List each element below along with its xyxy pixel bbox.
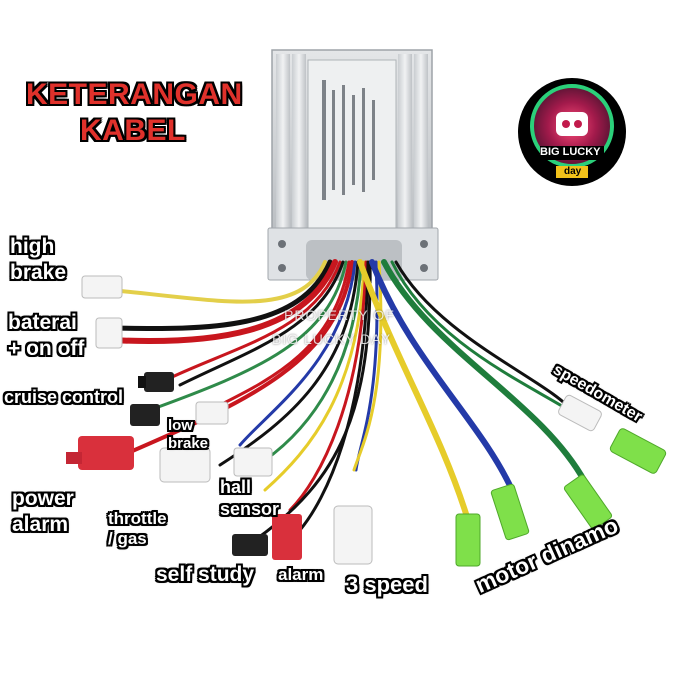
label-low: low: [168, 417, 193, 434]
watermark-line-2: BIG LUCKY DAY: [272, 331, 392, 347]
label-brake: brake: [10, 261, 67, 284]
controller-housing: [267, 49, 439, 281]
logo-text: BIG LUCKY: [540, 146, 601, 158]
watermark-line-1: PROPERTY OF: [284, 307, 395, 323]
title-line-1: KETERANGAN: [26, 78, 243, 111]
label-gas: / gas: [108, 529, 147, 548]
connectors: [66, 275, 667, 567]
label-baterai: baterai: [8, 311, 77, 334]
label-3-speed: 3 speed: [346, 572, 428, 597]
label-power: power: [12, 487, 74, 510]
label-power-alarm: alarm: [12, 513, 69, 536]
label-cruise-control: cruise control: [4, 387, 124, 407]
label-on-off: + on off: [8, 337, 85, 360]
label-throttle: throttle: [108, 509, 167, 528]
label-high: high: [10, 235, 55, 258]
label-hall: hall: [220, 477, 252, 497]
label-low-brake: brake: [168, 435, 209, 452]
wire-bundle: [107, 259, 588, 542]
logo-subtext: day: [564, 166, 582, 177]
title-line-2: KABEL: [80, 114, 186, 147]
label-alarm: alarm: [278, 565, 324, 584]
label-hall-sensor: sensor: [220, 499, 280, 519]
brand-logo: [518, 78, 626, 186]
label-self-study: self study: [156, 563, 255, 586]
